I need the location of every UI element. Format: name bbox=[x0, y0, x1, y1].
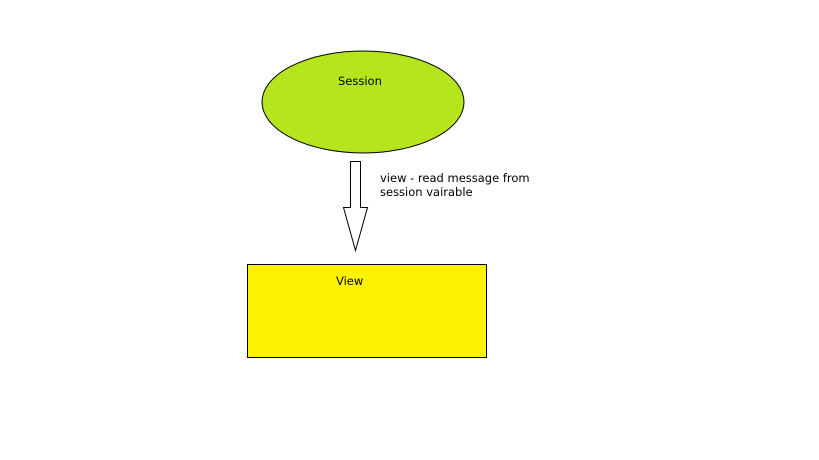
arrow-annotation: view - read message from session vairabl… bbox=[380, 171, 530, 199]
arrow-annotation-line-1: view - read message from bbox=[380, 171, 530, 185]
session-node-ellipse bbox=[261, 50, 465, 154]
arrow-annotation-line-2: session vairable bbox=[380, 185, 473, 199]
session-node-label: Session bbox=[338, 74, 382, 88]
down-arrow bbox=[342, 161, 369, 253]
view-node-rectangle bbox=[247, 264, 487, 358]
view-node-label: View bbox=[336, 274, 364, 288]
